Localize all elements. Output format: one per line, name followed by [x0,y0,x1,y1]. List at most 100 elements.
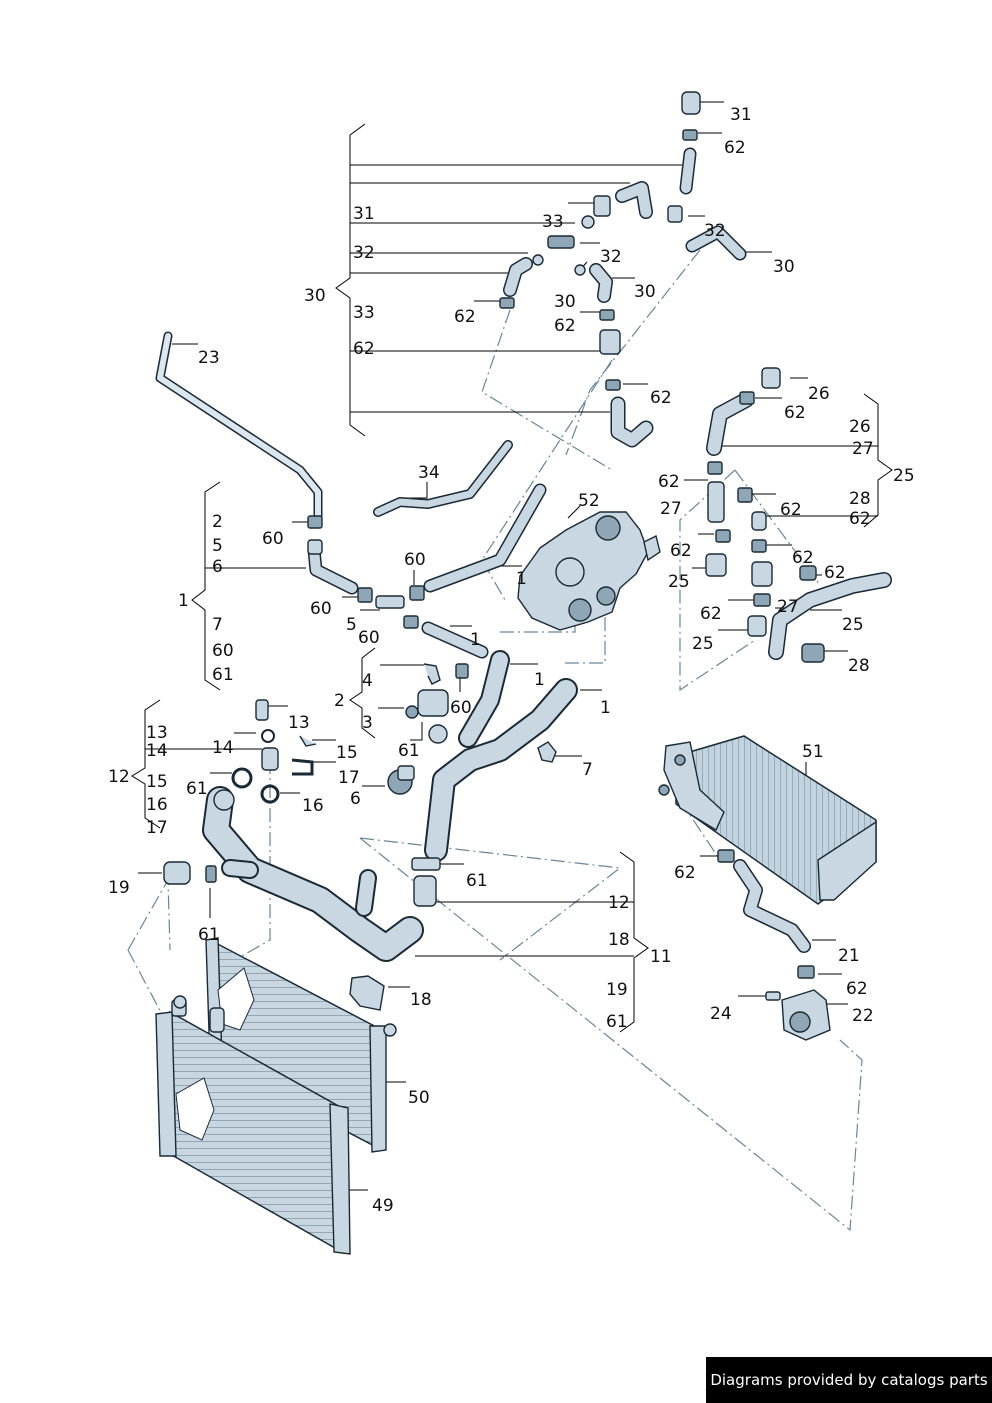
group-30: 30 31 32 33 62 [304,204,375,359]
group-label: 11 [650,947,672,967]
callout-61: 61 [398,741,420,761]
callout-32: 32 [704,221,726,241]
group-item: 6 [212,557,223,577]
callout-5: 5 [346,615,357,635]
callout-3: 3 [362,713,373,733]
callout-18: 18 [410,990,432,1010]
group-1: 1 2 5 6 7 60 61 [178,512,234,685]
callout-62: 62 [700,604,722,624]
group-25: 25 26 27 28 62 [849,417,915,529]
radiator-50 [205,937,397,1153]
callout-62: 62 [658,472,680,492]
group-item: 31 [353,204,375,224]
callout-7: 7 [582,760,593,780]
radiator-49 [155,995,351,1255]
group-item: 18 [608,930,630,950]
group-item: 19 [606,980,628,1000]
credit-text: Diagrams provided by catalogs parts [710,1371,988,1389]
callout-49: 49 [372,1196,394,1216]
callout-30: 30 [773,257,795,277]
callout-50: 50 [408,1088,430,1108]
callout-19: 19 [108,878,130,898]
callout-34: 34 [418,463,440,483]
callout-21: 21 [838,946,860,966]
callout-17: 17 [338,768,360,788]
callout-62: 62 [784,403,806,423]
callout-1: 1 [470,630,481,650]
group-item: 27 [852,439,874,459]
callout-27: 27 [777,597,799,617]
callout-31: 31 [730,105,752,125]
callout-61: 61 [198,925,220,945]
callout-25: 25 [668,572,690,592]
group-brackets [131,123,893,1033]
callout-30: 30 [554,292,576,312]
callout-60: 60 [310,599,332,619]
callout-14: 14 [212,738,234,758]
callout-62: 62 [554,316,576,336]
callout-23: 23 [198,348,220,368]
callout-33: 33 [542,212,564,232]
callout-61: 61 [466,871,488,891]
callout-62: 62 [824,563,846,583]
callout-leaders [138,101,848,1191]
group-label: 2 [334,691,345,711]
callout-6: 6 [350,789,361,809]
group-2: 2 [334,691,345,711]
group-item: 28 [849,489,871,509]
callout-28: 28 [848,656,870,676]
callout-26: 26 [808,384,830,404]
group-item: 26 [849,417,871,437]
callout-60: 60 [358,628,380,648]
group-item: 33 [353,303,375,323]
group-item: 61 [606,1012,628,1032]
group-leader-lines [145,164,878,957]
callout-60: 60 [404,550,426,570]
callout-60: 60 [262,529,284,549]
group-item: 5 [212,536,223,556]
group-label: 25 [893,466,915,486]
callout-labels: 31 62 33 32 30 32 30 30 62 62 62 23 34 5… [108,105,874,1216]
group-item: 7 [212,615,223,635]
callout-25: 25 [692,634,714,654]
group-11: 11 12 18 19 61 [606,893,672,1032]
callout-27: 27 [660,499,682,519]
credit-banner: Diagrams provided by catalogs parts [706,1357,992,1403]
group-label: 12 [108,767,130,787]
group-item: 14 [146,741,168,761]
callout-62: 62 [670,541,692,561]
hoses [155,147,892,962]
group-item: 13 [146,723,168,743]
group-item: 62 [353,339,375,359]
group-item: 32 [353,243,375,263]
callout-4: 4 [362,671,373,691]
group-12: 12 13 14 15 16 17 [108,723,168,838]
callout-62: 62 [454,307,476,327]
coolant-pump-housing [517,511,661,631]
group-item: 61 [212,665,234,685]
callout-25: 25 [842,615,864,635]
callout-16: 16 [302,796,324,816]
callout-32: 32 [600,247,622,267]
callout-1: 1 [600,698,611,718]
callout-62: 62 [650,388,672,408]
group-label: 30 [304,286,326,306]
callout-24: 24 [710,1004,732,1024]
callout-62: 62 [724,138,746,158]
callout-62: 62 [674,863,696,883]
group-label: 1 [178,591,189,611]
group-item: 60 [212,641,234,661]
callout-13: 13 [288,713,310,733]
callout-62: 62 [792,548,814,568]
group-item: 17 [146,818,168,838]
group-item: 12 [608,893,630,913]
callout-30: 30 [634,282,656,302]
small-parts [163,91,831,1041]
callout-1: 1 [516,569,527,589]
callout-60: 60 [450,698,472,718]
group-item: 62 [849,509,871,529]
callout-61: 61 [186,779,208,799]
callout-51: 51 [802,742,824,762]
heat-exchanger [658,735,877,905]
